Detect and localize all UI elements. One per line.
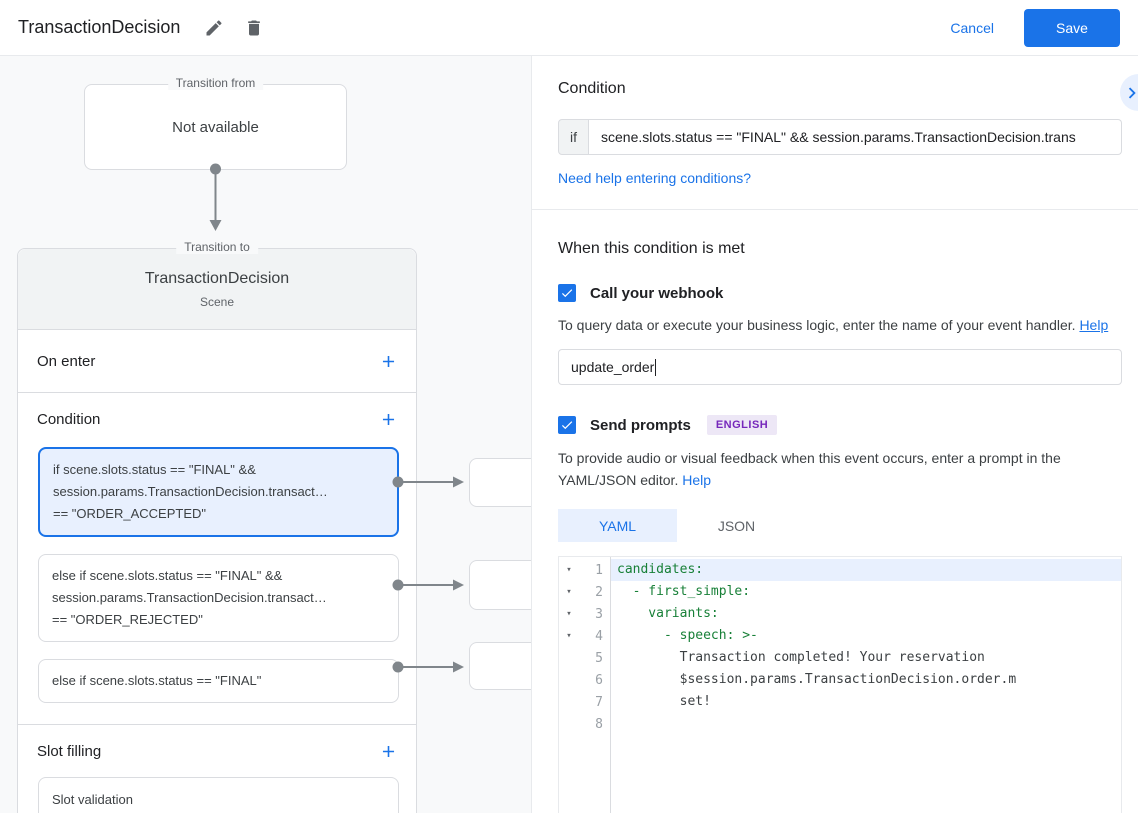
top-bar: TransactionDecision Cancel Save xyxy=(0,0,1138,56)
code-line: set! xyxy=(617,694,711,709)
delete-icon[interactable] xyxy=(242,16,266,40)
chevron-right-icon xyxy=(1128,87,1136,98)
webhook-name-input[interactable]: update_order xyxy=(558,349,1122,385)
line-number: 6 xyxy=(595,672,603,688)
line-number: 8 xyxy=(595,716,603,732)
when-condition-title: When this condition is met xyxy=(558,240,745,257)
call-webhook-label: Call your webhook xyxy=(590,284,724,302)
section-divider xyxy=(532,209,1138,210)
condition-detail-panel: Condition if Need help entering conditio… xyxy=(531,56,1138,813)
condition-line: == "ORDER_ACCEPTED" xyxy=(53,506,206,521)
scene-header[interactable]: TransactionDecision Scene xyxy=(18,249,416,330)
editor-gutter: ▾ 1 ▾ 2 ▾ 3 ▾ 4 5 6 7 8 xyxy=(559,557,611,813)
line-number: 7 xyxy=(595,694,603,710)
code-line: - first_simple: xyxy=(617,584,751,599)
condition-line: session.params.TransactionDecision.trans… xyxy=(52,590,327,605)
panel-title: Condition xyxy=(558,80,626,97)
transition-target-node[interactable] xyxy=(469,642,531,690)
save-button[interactable]: Save xyxy=(1024,8,1120,47)
line-number: 3 xyxy=(595,606,603,622)
scene-title: TransactionDecision xyxy=(144,269,290,287)
code-line: $session.params.TransactionDecision.orde… xyxy=(617,672,1017,687)
send-prompts-checkbox[interactable] xyxy=(558,416,576,434)
code-line: Transaction completed! Your reservation xyxy=(617,650,985,665)
transition-to-box: Transition to TransactionDecision Scene … xyxy=(17,240,417,813)
condition-line: else if scene.slots.status == "FINAL" && xyxy=(52,568,283,583)
code-line: candidates: xyxy=(611,559,1121,581)
text-cursor xyxy=(655,358,657,376)
add-slot-button[interactable] xyxy=(374,737,402,765)
add-on-enter-button[interactable] xyxy=(374,347,402,375)
transition-from-value: Not available xyxy=(172,118,259,136)
tab-yaml[interactable]: YAML xyxy=(558,509,677,542)
condition-expression-input[interactable] xyxy=(589,119,1122,155)
condition-section-label: Condition xyxy=(37,410,101,428)
fold-icon[interactable]: ▾ xyxy=(566,609,572,619)
line-number: 4 xyxy=(595,628,603,644)
condition-line: session.params.TransactionDecision.trans… xyxy=(53,484,328,499)
fold-icon[interactable]: ▾ xyxy=(566,587,572,597)
prompts-description-text: To provide audio or visual feedback when… xyxy=(558,450,1061,488)
line-number: 2 xyxy=(595,584,603,600)
condition-line: == "ORDER_REJECTED" xyxy=(52,612,203,627)
on-enter-label: On enter xyxy=(37,352,96,370)
condition-help-link[interactable]: Need help entering conditions? xyxy=(558,170,752,186)
line-number: 5 xyxy=(595,650,603,666)
scene-subtitle: Scene xyxy=(199,294,235,309)
editor-code-area: candidates: - first_simple: variants: - … xyxy=(611,557,1121,813)
transition-target-node[interactable] xyxy=(469,560,531,610)
checkbox-check-icon xyxy=(561,289,573,298)
edit-icon[interactable] xyxy=(202,16,226,40)
webhook-description: To query data or execute your business l… xyxy=(558,314,1122,336)
prompts-help-link[interactable]: Help xyxy=(682,472,712,488)
transition-target-node[interactable] xyxy=(469,458,531,507)
language-badge: ENGLISH xyxy=(706,415,778,435)
tab-json[interactable]: JSON xyxy=(677,509,796,542)
webhook-help-link[interactable]: Help xyxy=(1079,317,1109,333)
collapse-panel-button[interactable] xyxy=(1120,74,1138,111)
cancel-button[interactable]: Cancel xyxy=(934,12,1010,44)
transition-to-legend: Transition to xyxy=(176,240,258,254)
call-webhook-checkbox[interactable] xyxy=(558,284,576,302)
fold-icon[interactable]: ▾ xyxy=(566,631,572,641)
if-prefix-label: if xyxy=(558,119,589,155)
flow-canvas: Transition from Not available Transition… xyxy=(0,56,531,813)
webhook-name-value: update_order xyxy=(571,359,655,375)
code-line: - speech: >- xyxy=(617,628,758,643)
code-line xyxy=(611,713,1121,735)
checkbox-check-icon xyxy=(561,421,573,430)
transition-from-box: Transition from Not available xyxy=(84,76,347,170)
transition-from-legend: Transition from xyxy=(167,76,264,90)
condition-line: else if scene.slots.status == "FINAL" xyxy=(52,673,262,688)
fold-icon[interactable]: ▾ xyxy=(566,565,572,575)
slot-filling-label: Slot filling xyxy=(37,742,102,760)
editor-tabs: YAML JSON xyxy=(558,509,1122,542)
code-line: variants: xyxy=(617,606,719,621)
webhook-description-text: To query data or execute your business l… xyxy=(558,317,1076,333)
slot-validation-card[interactable]: Slot validation xyxy=(38,777,399,813)
condition-line: if scene.slots.status == "FINAL" && xyxy=(53,462,256,477)
send-prompts-label: Send prompts xyxy=(590,416,691,434)
condition-card-final[interactable]: else if scene.slots.status == "FINAL" xyxy=(38,659,399,703)
page-title: TransactionDecision xyxy=(18,17,181,37)
condition-card-accepted[interactable]: if scene.slots.status == "FINAL" && sess… xyxy=(38,447,399,537)
add-condition-button[interactable] xyxy=(374,405,402,433)
yaml-editor[interactable]: ▾ 1 ▾ 2 ▾ 3 ▾ 4 5 6 7 8 candidates: - first_… xyxy=(558,556,1122,813)
condition-card-rejected[interactable]: else if scene.slots.status == "FINAL" &&… xyxy=(38,554,399,642)
prompts-description: To provide audio or visual feedback when… xyxy=(558,447,1122,491)
line-number: 1 xyxy=(595,562,603,578)
